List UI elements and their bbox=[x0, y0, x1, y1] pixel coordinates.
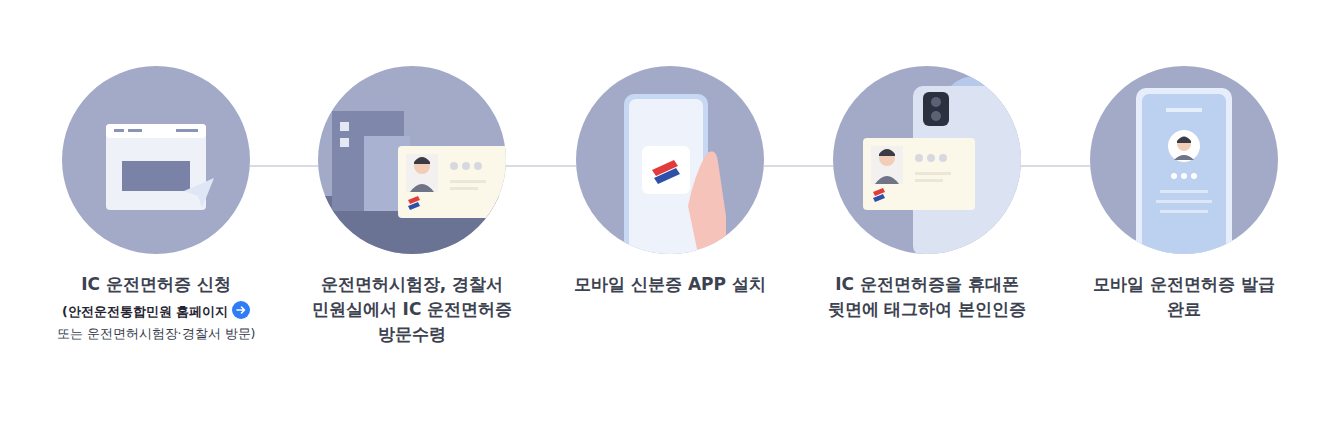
step-note-line: 또는 운전면허시험장·경찰서 방문) bbox=[36, 323, 276, 345]
step-node: 모바일 신분증 APP 설치 bbox=[550, 66, 790, 297]
step-connector bbox=[250, 165, 318, 167]
step-caption: 모바일 신분증 APP 설치 bbox=[560, 272, 780, 297]
step-connector bbox=[506, 165, 576, 167]
step-caption: IC 운전면허증을 휴대폰 뒷면에 태그하여 본인인증 bbox=[817, 272, 1037, 322]
tag-card-icon bbox=[833, 66, 1021, 254]
step-caption: 모바일 운전면허증 발급 완료 bbox=[1074, 272, 1294, 322]
phone-app-icon bbox=[576, 66, 764, 254]
link-arrow-icon bbox=[232, 301, 250, 319]
step-caption: 운전면허시험장, 경찰서 민원실에서 IC 운전면허증 방문수령 bbox=[302, 272, 522, 347]
mobile-license-icon bbox=[1090, 66, 1278, 254]
step-node: IC 운전면허증 신청 (안전운전통합민원 홈페이지 또는 운전면허시험장·경찰서… bbox=[36, 66, 276, 345]
browser-icon bbox=[62, 66, 250, 254]
step-note: (안전운전통합민원 홈페이지 bbox=[62, 304, 228, 319]
step-node: 운전면허시험장, 경찰서 민원실에서 IC 운전면허증 방문수령 bbox=[292, 66, 532, 347]
step-caption: IC 운전면허증 신청 bbox=[46, 272, 266, 297]
step-circle bbox=[1090, 66, 1278, 254]
step-connector bbox=[1021, 165, 1090, 167]
step-circle bbox=[318, 66, 506, 254]
step-node: 모바일 운전면허증 발급 완료 bbox=[1064, 66, 1304, 322]
step-circle bbox=[576, 66, 764, 254]
step-circle bbox=[833, 66, 1021, 254]
step-note: 또는 운전면허시험장·경찰서 방문) bbox=[57, 326, 256, 341]
step-note-line: (안전운전통합민원 홈페이지 bbox=[36, 301, 276, 323]
step-connector bbox=[764, 165, 833, 167]
office-card-icon bbox=[318, 66, 506, 254]
step-circle bbox=[62, 66, 250, 254]
step-node: IC 운전면허증을 휴대폰 뒷면에 태그하여 본인인증 bbox=[807, 66, 1047, 322]
